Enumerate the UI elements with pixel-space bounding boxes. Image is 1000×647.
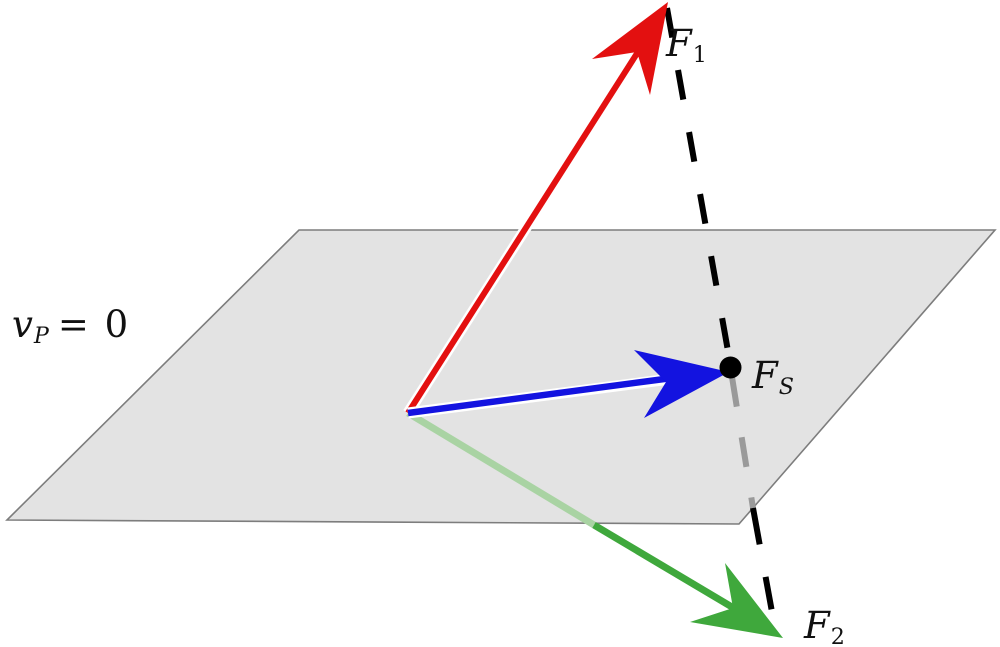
f2-vector-shaft (592, 521, 739, 614)
velocity-subscript: P (33, 323, 49, 350)
f2-arrowhead-icon (690, 563, 783, 638)
fs-vector-shaft (407, 374, 673, 417)
f1-arrowhead-icon (592, 2, 668, 95)
contact-point-dot (719, 356, 742, 379)
line-of-action-lower-segment (750, 507, 775, 613)
f2-vector (592, 521, 783, 638)
line-of-action-hidden-segment (729, 376, 756, 509)
plane-surface (5, 229, 997, 525)
fs-label: FS (752, 354, 794, 399)
f2-symbol: F (804, 604, 830, 647)
plane-velocity-label: vP = 0 (12, 303, 131, 348)
velocity-equation: = 0 (57, 303, 131, 346)
f1-subscript: 1 (692, 42, 707, 69)
f2-label: F2 (804, 604, 845, 647)
fs-vector (407, 350, 729, 419)
f1-label: F1 (666, 22, 707, 67)
f1-symbol: F (666, 22, 692, 65)
fs-symbol: F (752, 354, 778, 397)
f1-vector-shaft (405, 42, 646, 415)
f2-vector-hidden-segment (406, 410, 596, 528)
velocity-symbol: v (12, 303, 33, 346)
fs-subscript: S (778, 374, 794, 401)
f2-subscript: 2 (830, 624, 845, 647)
f1-vector (403, 2, 668, 416)
fs-arrowhead-icon (634, 350, 729, 418)
